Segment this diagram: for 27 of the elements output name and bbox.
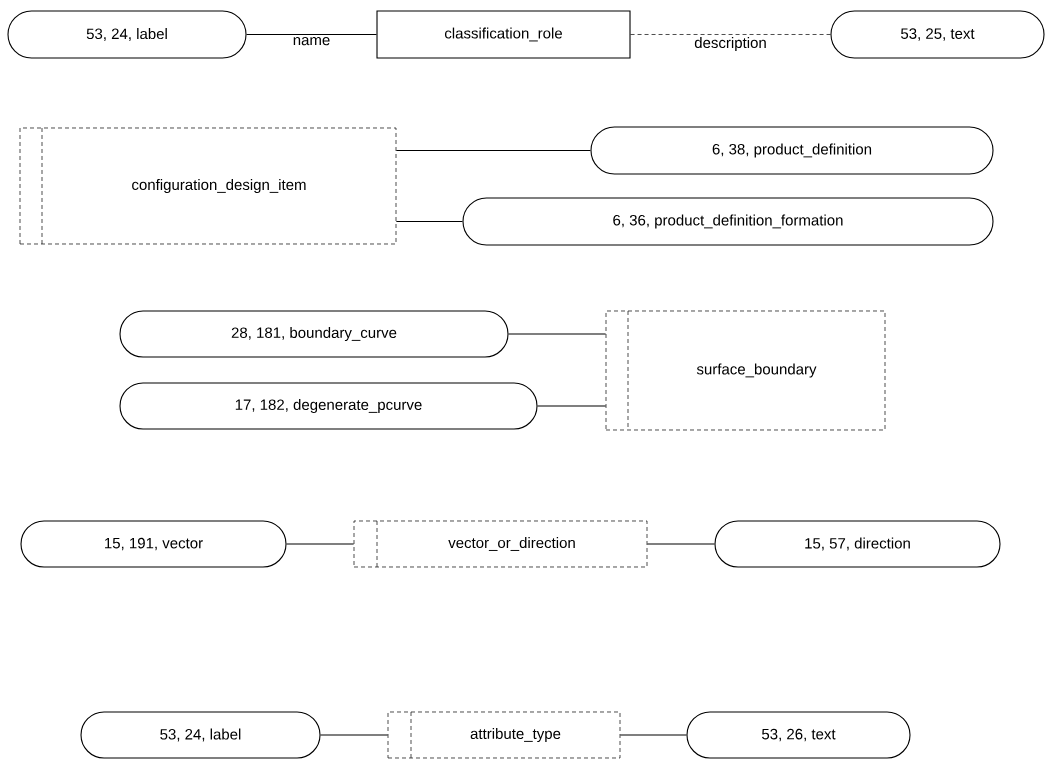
edge-label: name (291, 36, 332, 47)
connector-line (619, 734, 687, 736)
connector-line (395, 149, 591, 152)
connector-line (537, 405, 607, 407)
connector-line (395, 220, 463, 223)
type-pill: 28, 181, boundary_curve (119, 310, 509, 358)
type-pill: 17, 182, degenerate_pcurve (119, 382, 538, 430)
connector-line (630, 34, 831, 35)
type-pill: 53, 26, text (686, 711, 911, 759)
select-type-box: surface_boundary (605, 310, 886, 431)
connector-line (646, 543, 715, 545)
type-pill: 15, 191, vector (20, 520, 287, 568)
type-pill: 53, 24, label (80, 711, 321, 759)
type-pill: 53, 24, label (7, 10, 247, 59)
select-type-box: configuration_design_item (19, 127, 397, 245)
type-pill: 6, 36, product_definition_formation (462, 197, 994, 246)
select-type-box: vector_or_direction (353, 520, 648, 568)
edge-label: description (693, 36, 768, 53)
type-pill: 15, 57, direction (714, 520, 1001, 568)
connector-line (320, 734, 389, 736)
connector-line (246, 33, 377, 36)
entity-box: classification_role (376, 10, 631, 59)
type-pill: 53, 25, text (830, 10, 1045, 59)
select-type-box: attribute_type (387, 711, 621, 759)
type-pill: 6, 38, product_definition (590, 126, 994, 175)
connector-line (286, 543, 355, 545)
connector-line (508, 333, 607, 335)
